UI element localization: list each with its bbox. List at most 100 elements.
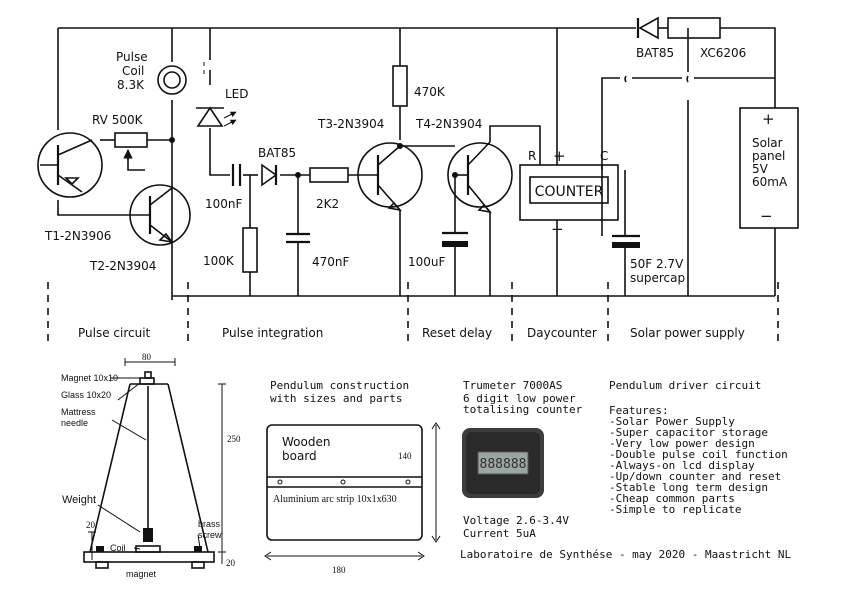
feature-item: -Stable long term design [609, 481, 768, 494]
label-brass-2: screw [198, 530, 222, 540]
regulator-xc6206 [667, 17, 721, 39]
trumeter-current: Current 5uA [463, 527, 536, 540]
feature-item: -Cheap common parts [609, 492, 735, 505]
feature-item: -Solar Power Supply [609, 415, 735, 428]
footer-credit: Laboratoire de Synthése - may 2020 - Maa… [460, 548, 792, 561]
junction-dot [169, 137, 175, 143]
label-coil: Coil [110, 543, 126, 553]
trumeter-line-1: 6 digit low power [463, 392, 576, 405]
d1-label: BAT85 [258, 146, 296, 160]
feature-item: -Simple to replicate [609, 503, 741, 516]
c3-label: 100uF [408, 255, 446, 269]
driver-title: Pendulum driver circuit [609, 379, 761, 392]
transistor-t3 [357, 142, 423, 212]
trumeter-title: Trumeter 7000AS [463, 379, 562, 392]
trumeter-line-2: totalising counter [463, 403, 583, 416]
dim-top: 80 [142, 352, 152, 362]
solar-panel [739, 107, 799, 229]
label-glass: Glass 10x20 [61, 390, 111, 400]
dim-20-right: 20 [226, 558, 236, 568]
section-label: Pulse integration [222, 326, 323, 340]
led-symbol [196, 62, 237, 127]
section-label: Solar power supply [630, 326, 745, 340]
solar-label-1: Solar [752, 136, 783, 150]
strip-label: Aluminium arc strip 10x1x630 [273, 494, 397, 505]
solar-plus: + [762, 110, 775, 128]
schematic-wires [57, 27, 776, 300]
trumeter-voltage: Voltage 2.6-3.4V [463, 514, 569, 527]
r3-label: 470K [414, 85, 446, 99]
features-label: Features: [609, 404, 669, 417]
solar-label-4: 60mA [752, 175, 788, 189]
rv-label: RV 500K [92, 113, 144, 127]
capacitor-470nf [286, 232, 310, 244]
svg-text:888888: 888888 [480, 457, 527, 472]
board-label-1: Wooden [282, 435, 330, 449]
junction-dot [295, 172, 301, 178]
dim-20-left: 20 [86, 520, 96, 530]
t4-label: T4-2N3904 [415, 117, 482, 131]
t3-label: T3-2N3904 [317, 117, 384, 131]
construction-title-1: Pendulum construction [270, 379, 409, 392]
feature-item: -Very low power design [609, 437, 755, 450]
c2-label: 470nF [312, 255, 350, 269]
board-dim: 140 [398, 451, 412, 461]
board-width: 180 [332, 565, 346, 575]
rv-potentiometer [114, 132, 148, 160]
transistor-t1 [37, 132, 103, 198]
label-magnet-top: Magnet 10x10 [61, 373, 118, 383]
label-brass-1: brass [198, 519, 221, 529]
reg-label: XC6206 [700, 46, 746, 60]
r2-label: 2K2 [316, 197, 339, 211]
pulse-coil [157, 65, 187, 95]
label-needle-2: needle [61, 418, 88, 428]
construction-title-2: with sizes and parts [270, 392, 402, 405]
t2-label: T2-2N3904 [89, 259, 156, 273]
led-label: LED [225, 87, 249, 101]
solar-label-2: panel [752, 149, 785, 163]
solar-minus: − [760, 207, 773, 225]
pendulum-drawing [83, 358, 226, 569]
coil-label-2: Coil [122, 64, 144, 78]
coil-label-1: Pulse [116, 50, 148, 64]
r1-label: 100K [203, 254, 235, 268]
resistor-100k [242, 227, 258, 273]
label-magnet-bottom: magnet [126, 569, 157, 579]
dim-height: 250 [227, 434, 241, 444]
feature-item: -Double pulse coil function [609, 448, 788, 461]
coil-value: 8.3K [117, 78, 145, 92]
section-dividers [47, 282, 779, 342]
feature-item: -Super capacitor storage [609, 426, 768, 439]
resistor-2k2 [309, 167, 349, 183]
counter-label: COUNTER [535, 184, 604, 200]
diode-bat85-supply [636, 16, 659, 40]
board-label-2: board [282, 449, 317, 463]
transistor-t2 [129, 184, 191, 246]
trumeter-photo: 888888 [462, 428, 544, 498]
feature-item: -Always-on lcd display [609, 459, 755, 472]
label-weight: Weight [62, 494, 96, 506]
diode-bat85 [261, 163, 278, 187]
capacitor-100nf [231, 164, 242, 186]
section-label: Pulse circuit [78, 326, 151, 340]
d2-label: BAT85 [636, 46, 674, 60]
counter-pin-r: R [528, 149, 536, 163]
solar-label-3: 5V [752, 162, 769, 176]
counter-block [519, 164, 619, 221]
capacitor-100uf [442, 231, 468, 247]
counter-pin-plus: + [553, 147, 566, 165]
feature-item: -Up/down counter and reset [609, 470, 781, 483]
counter-pin-c: C [600, 149, 608, 163]
label-needle-1: Mattress [61, 407, 96, 417]
transistor-t4 [447, 141, 513, 214]
t1-label: T1-2N3906 [44, 229, 111, 243]
resistor-470k [392, 65, 408, 107]
c1-label: 100nF [205, 197, 243, 211]
supercap-label-2: supercap [630, 271, 685, 285]
supercapacitor [612, 234, 640, 248]
section-label: Daycounter [527, 326, 597, 340]
counter-pin-minus: − [551, 220, 564, 238]
section-label: Reset delay [422, 326, 492, 340]
supercap-label-1: 50F 2.7V [630, 257, 684, 271]
